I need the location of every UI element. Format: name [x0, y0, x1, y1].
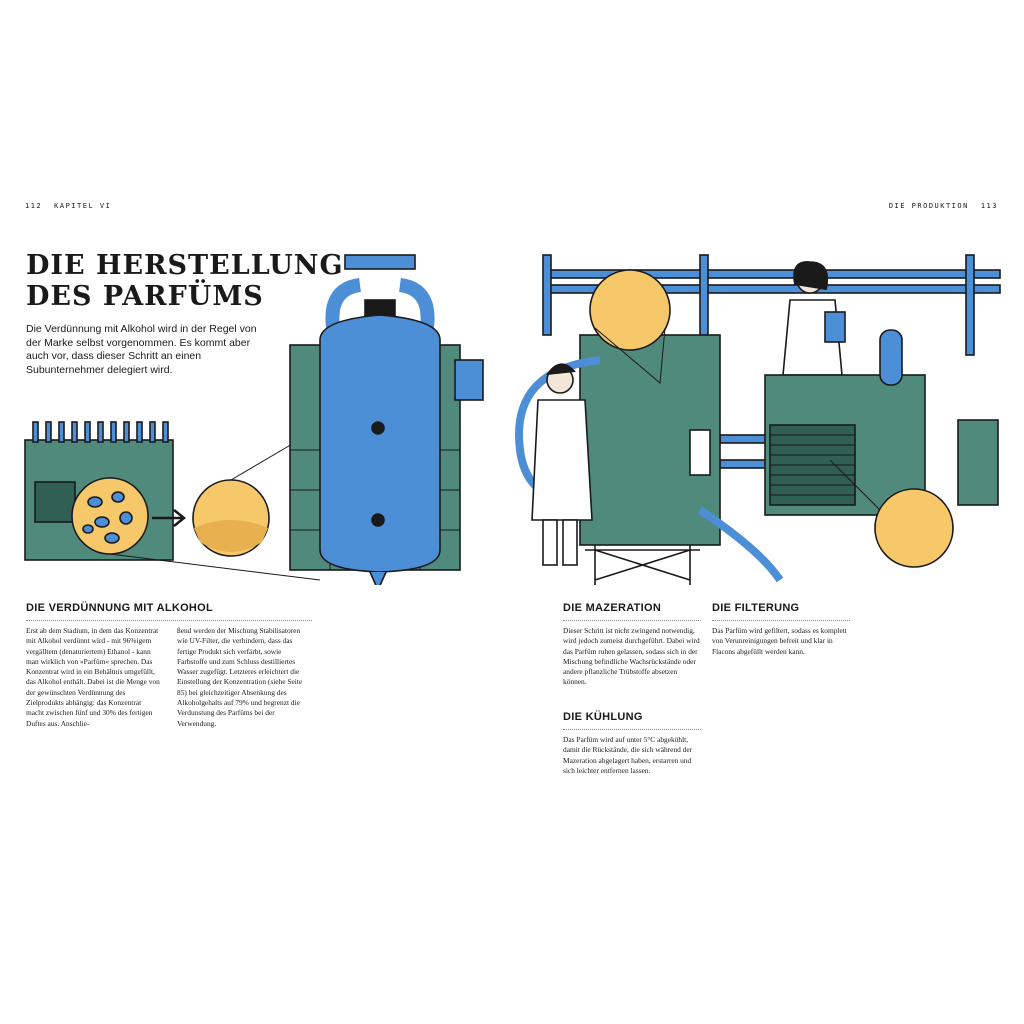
- page-title: DIE HERSTELLUNG DES PARFÜMS: [26, 250, 344, 312]
- arrow-icon: [152, 509, 187, 527]
- diluted-magnifier: [192, 479, 270, 557]
- running-header-right: DIE PRODUKTION 113: [889, 202, 998, 210]
- scientist-right-illustration: [782, 261, 846, 376]
- production-illustration: [24, 254, 1001, 585]
- section-heading: DIE KÜHLUNG: [563, 711, 701, 730]
- title-line-1: DIE HERSTELLUNG: [26, 250, 344, 281]
- body-text: Das Parfüm wird auf unter 5°C abgekühlt,…: [563, 735, 693, 775]
- body-text-col1: Erst ab dem Stadium, in dem das Konzentr…: [26, 626, 160, 728]
- section-label: DIE PRODUKTION: [888, 202, 969, 210]
- chapter-label: KAPITEL VI: [54, 202, 112, 210]
- section-kuehlung: DIE KÜHLUNG Das Parfüm wird auf unter 5°…: [563, 711, 701, 776]
- hose-right: [697, 506, 784, 583]
- page-number-right: 113: [980, 202, 998, 210]
- intro-text: Die Verdünnung mit Alkohol wird in der R…: [26, 323, 257, 376]
- maceration-magnifier: [589, 269, 671, 385]
- section-heading: DIE VERDÜNNUNG MIT ALKOHOL: [26, 602, 312, 621]
- page-number-left: 112: [25, 202, 43, 210]
- body-text: Dieser Schritt ist nicht zwingend notwen…: [563, 626, 700, 687]
- section-verduennung: DIE VERDÜNNUNG MIT ALKOHOL Erst ab dem S…: [26, 602, 312, 729]
- section-filterung: DIE FILTERUNG Das Parfüm wird gefiltert,…: [712, 602, 850, 657]
- section-heading: DIE MAZERATION: [563, 602, 701, 621]
- body-text: Das Parfüm wird gefiltert, sodass es kom…: [712, 626, 847, 656]
- maceration-tank-illustration: [579, 334, 721, 585]
- title-line-2: DES PARFÜMS: [26, 281, 264, 312]
- filter-machine-illustration: [764, 329, 999, 516]
- scientist-left-illustration: [531, 363, 593, 566]
- pipes: [542, 254, 1001, 469]
- running-header-left: 112 KAPITEL VI: [25, 202, 123, 210]
- body-text-col2: ßend werden der Mischung Stabilisatoren …: [177, 626, 303, 728]
- section-mazeration: DIE MAZERATION Dieser Schritt ist nicht …: [563, 602, 701, 688]
- section-heading: DIE FILTERUNG: [712, 602, 850, 621]
- mixing-tank-illustration: [319, 254, 484, 585]
- filter-magnifier: [829, 459, 954, 568]
- concentrate-magnifier: [71, 477, 149, 555]
